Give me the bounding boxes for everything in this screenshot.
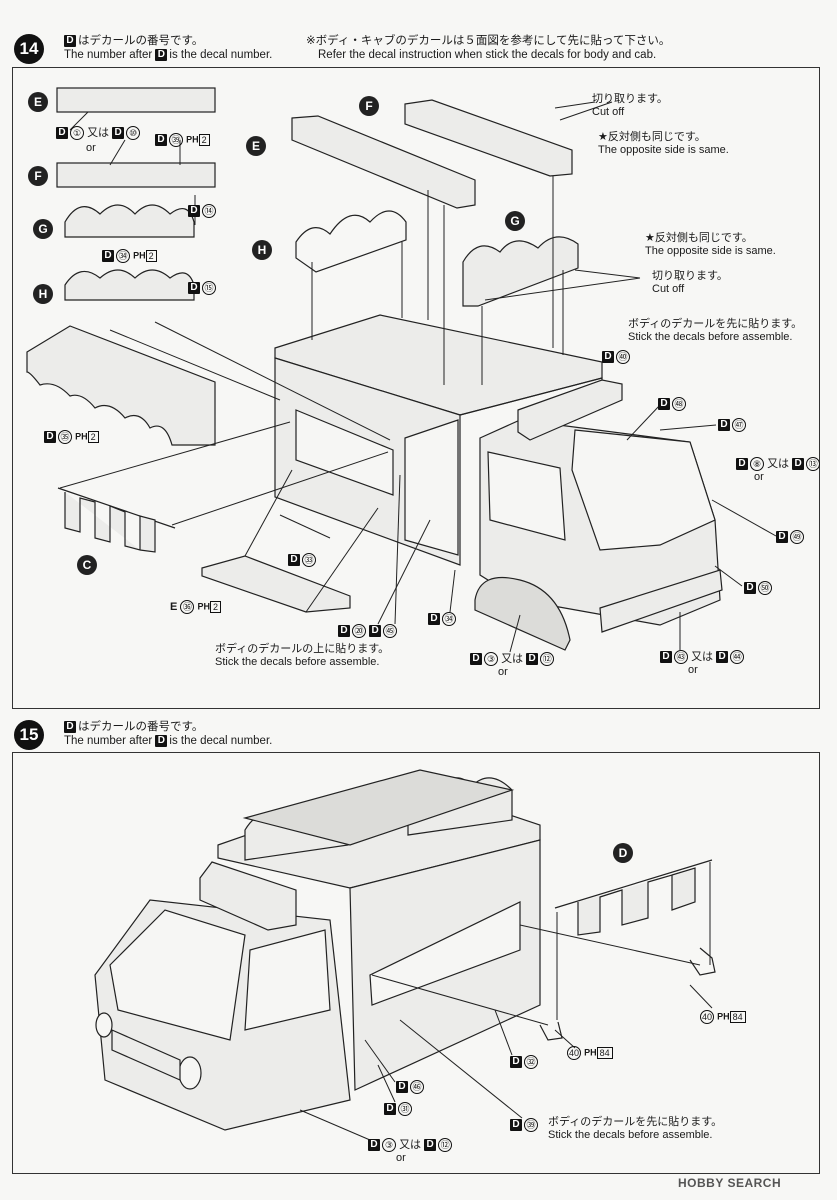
cut-off-note-2: 切り取ります。Cut off <box>652 270 728 295</box>
assemble-note: ボディのデカールを先に貼ります。Stick the decals before … <box>628 318 803 343</box>
step-14-badge: 14 <box>14 34 44 64</box>
part-e-marker: E <box>28 92 48 112</box>
part-d-curtain-marker: D <box>613 843 633 863</box>
step-14-panel <box>12 67 820 709</box>
or-label: or <box>86 142 96 154</box>
part-e-roof-marker: E <box>246 136 266 156</box>
stick-on-note: ボディのデカールの上に貼ります。Stick the decals before … <box>215 643 390 668</box>
part-f-marker: F <box>28 166 48 186</box>
step-15-badge: 15 <box>14 720 44 750</box>
part-g-roof-marker: G <box>505 211 525 231</box>
assemble-note-step15: ボディのデカールを先に貼ります。Stick the decals before … <box>548 1116 723 1141</box>
part-h-roof-marker: H <box>252 240 272 260</box>
opposite-note-2: ★反対側も同じです。The opposite side is same. <box>645 232 776 257</box>
part-c-marker: C <box>77 555 97 575</box>
step-15-panel <box>12 752 820 1174</box>
watermark: HOBBY SEARCH <box>678 1176 782 1190</box>
d-marker: D <box>64 34 76 47</box>
opposite-note: ★反対側も同じです。The opposite side is same. <box>598 131 729 156</box>
cut-off-note: 切り取ります。Cut off <box>592 93 668 118</box>
part-f-roof-marker: F <box>359 96 379 116</box>
body-decal-note: ※ボディ・キャブのデカールは５面図を参考にして先に貼って下さい。 Refer t… <box>306 35 671 61</box>
part-h-marker: H <box>33 284 53 304</box>
part-g-marker: G <box>33 219 53 239</box>
